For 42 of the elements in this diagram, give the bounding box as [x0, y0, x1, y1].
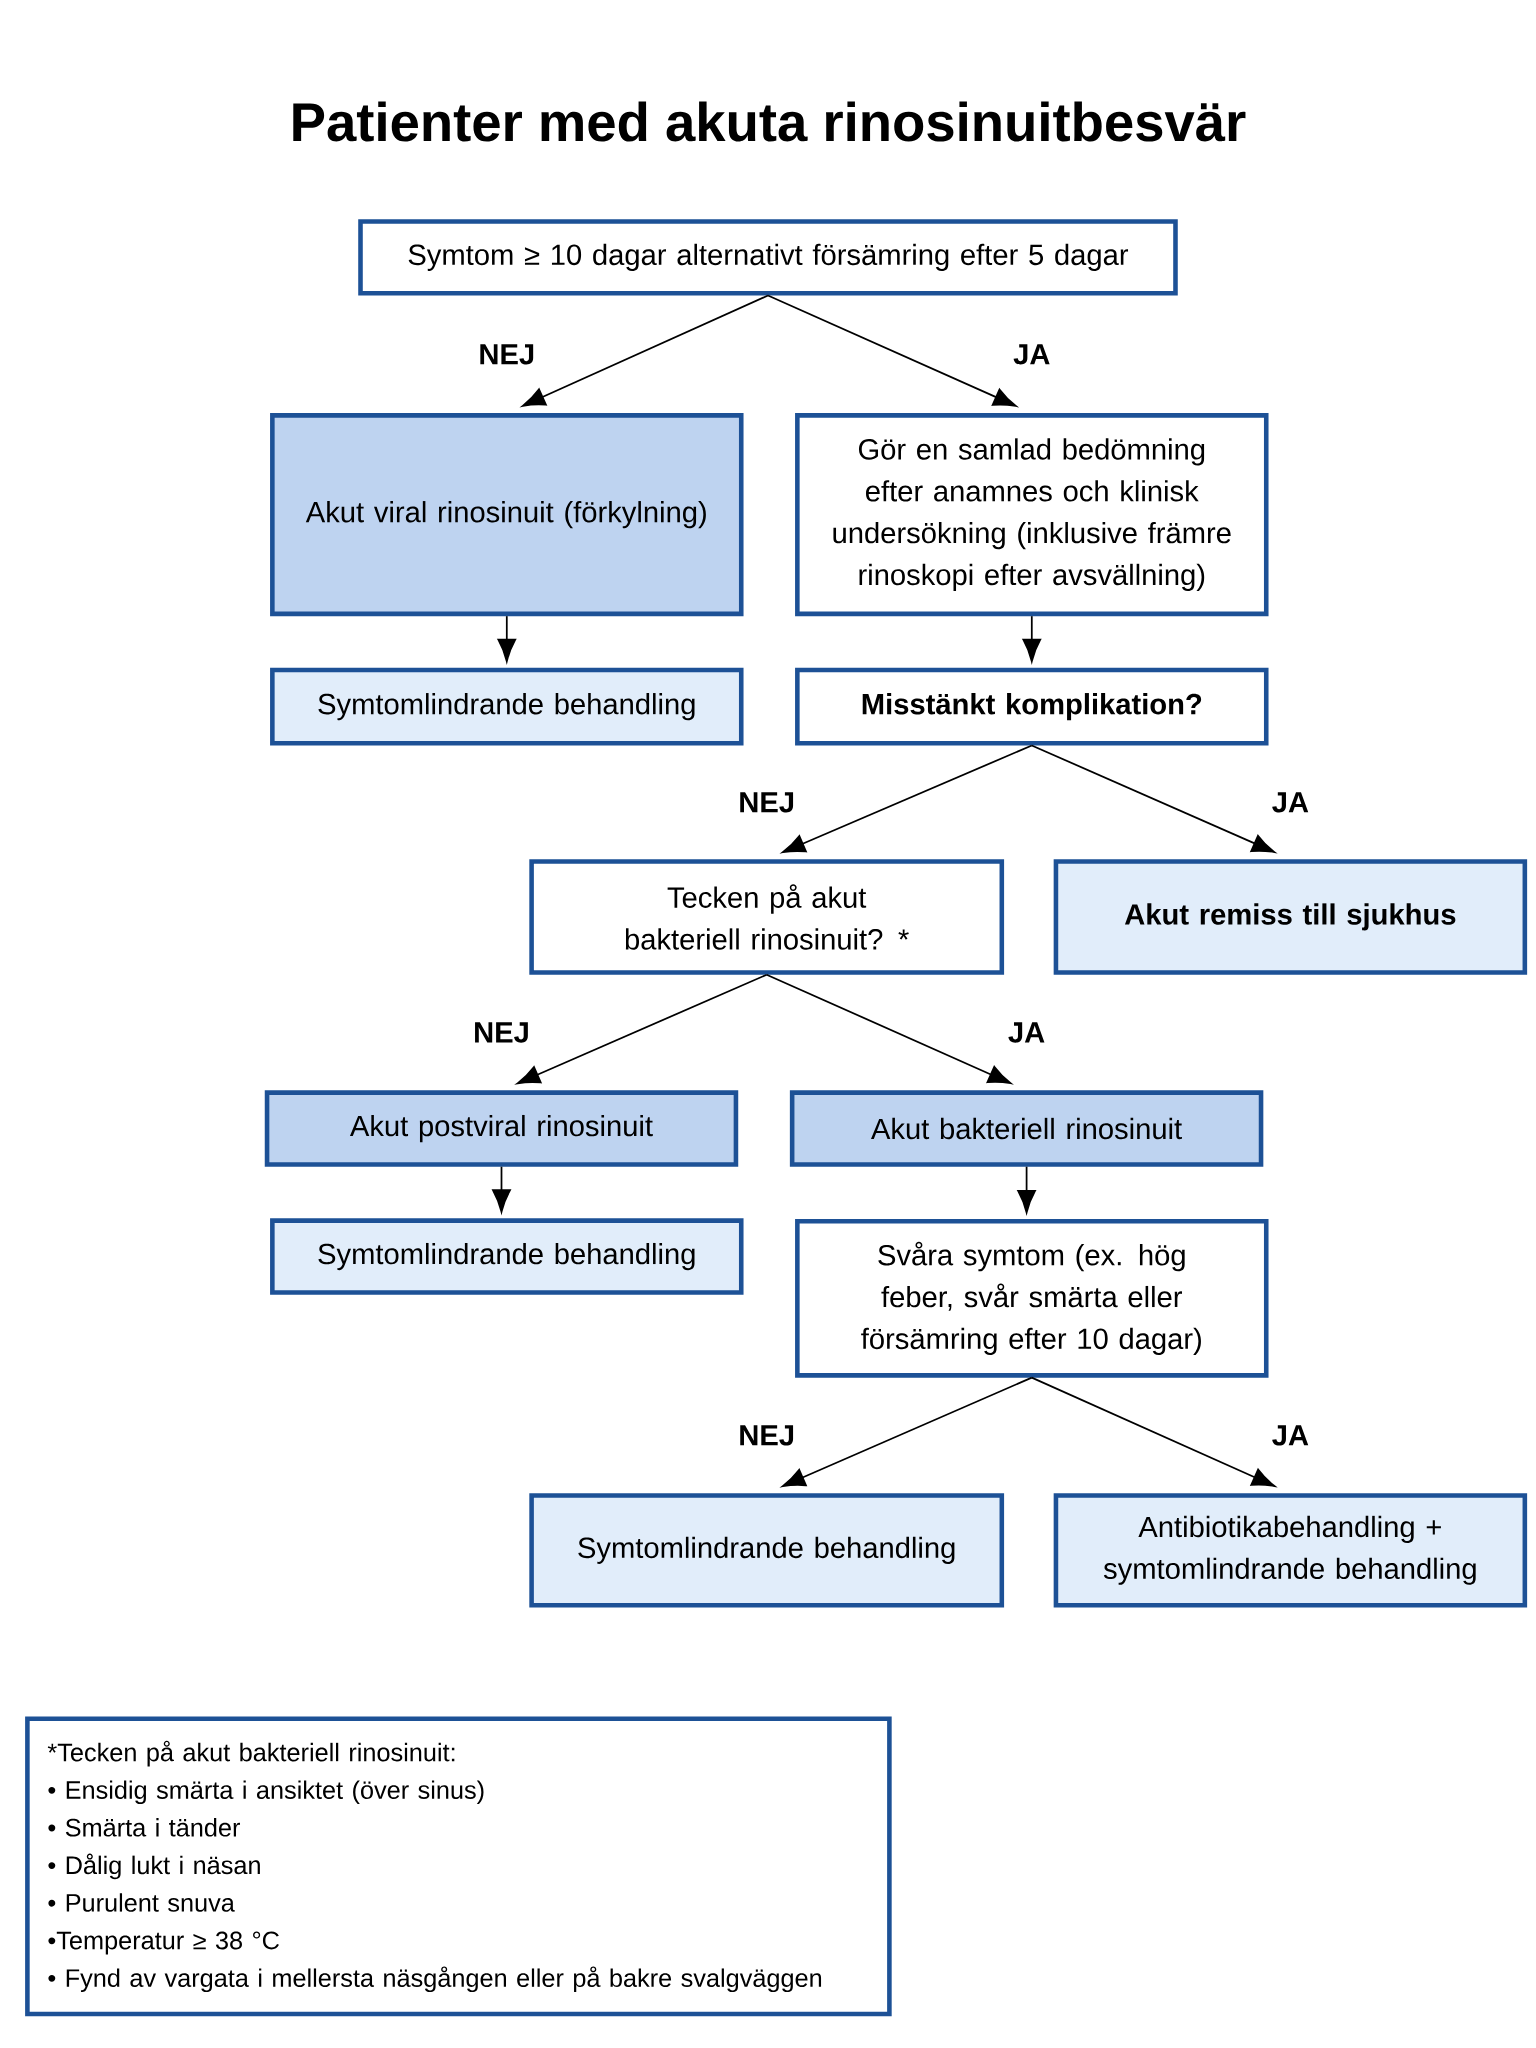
decision-box: Tecken på akut bakteriell rinosinuit? * — [529, 859, 1005, 975]
footnote-text: • Dålig lukt i näsan — [48, 1853, 260, 1880]
arrow — [1030, 1376, 1276, 1487]
title: Patienter med akuta rinosinuitbesvär — [293, 101, 1246, 142]
edge-label: JA — [1013, 344, 1050, 365]
arrow — [1022, 615, 1042, 663]
footnote-text: • Purulent snuva — [48, 1893, 235, 1912]
edge-label: JA — [1272, 792, 1309, 813]
diagnosis-box: Akut postviral rinosinuit — [264, 1090, 739, 1167]
diagnosis-box: Akut viral rinosinuit (förkylning) — [270, 413, 744, 617]
arrow — [521, 294, 769, 407]
treatment-box: Symtomlindrande behandling — [270, 667, 744, 746]
footnote-text: *Tecken på akut bakteriell rinosinuit: — [47, 1740, 455, 1767]
arrow — [492, 1165, 511, 1213]
footnote-text: •Temperatur ≥ 38 °C — [48, 1931, 279, 1955]
diagnosis-box: Akut bakteriell rinosinuit — [789, 1090, 1264, 1167]
process-box: Gör en samlad bedömning efter anamnes och klinisk undersökning (inklusive främre rinoskopi efter avsvällning) — [795, 413, 1269, 617]
edge-label: NEJ — [740, 792, 794, 813]
edge-label: JA — [1008, 1022, 1045, 1043]
arrow — [767, 294, 1017, 407]
treatment-box: Symtomlindrande behandling — [270, 1218, 744, 1295]
arrow — [765, 973, 1012, 1085]
arrow — [497, 615, 517, 663]
edge-label: NEJ — [475, 1022, 528, 1043]
treatment-box: Akut remiss till sjukhus — [1053, 859, 1528, 975]
arrow — [781, 744, 1033, 854]
footnote-text: • Smärta i tänder — [48, 1818, 241, 1837]
edge-label: NEJ — [480, 344, 534, 365]
arrow — [781, 1376, 1033, 1488]
footnote-text: • Ensidig smärta i ansiktet (över sinus) — [48, 1780, 484, 1804]
decision-box: Svåra symtom (ex. hög feber, svår smärta eller försämring efter 10 dagar) — [795, 1219, 1269, 1378]
edge-label: JA — [1272, 1425, 1309, 1446]
process-box: Symtom ≥ 10 dagar alternativt försämring efter 5 dagar — [358, 219, 1178, 296]
treatment-box: Antibiotikabehandling + symtomlindrande behandling — [1053, 1493, 1528, 1608]
decision-box: Misstänkt komplikation? — [795, 667, 1269, 746]
footnote-text: • Fynd av vargata i mellersta näsgången eller på bakre svalgväggen — [48, 1966, 822, 1993]
arrow — [516, 973, 768, 1085]
arrow — [1030, 744, 1276, 853]
arrow — [1017, 1165, 1036, 1214]
footnote-box — [25, 1716, 892, 2017]
edge-label: NEJ — [740, 1425, 794, 1446]
treatment-box: Symtomlindrande behandling — [529, 1493, 1005, 1608]
